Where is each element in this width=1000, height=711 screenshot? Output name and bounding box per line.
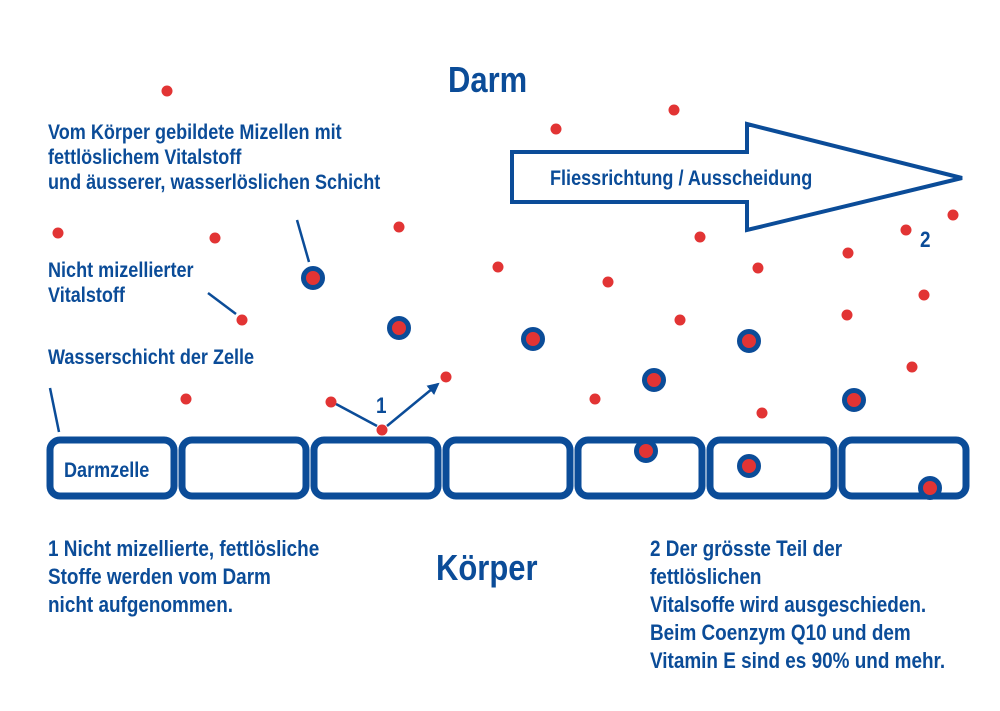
vitalstoff-dot xyxy=(440,371,452,383)
intestinal-cell xyxy=(178,436,310,500)
vitalstoff-dot xyxy=(393,221,405,233)
reflected-arrow xyxy=(386,382,440,427)
marker-two: 2 xyxy=(920,227,931,252)
micelle xyxy=(642,368,666,392)
incoming-path xyxy=(335,402,378,428)
micelle xyxy=(737,454,761,478)
marker-one: 1 xyxy=(376,393,387,418)
vitalstoff-dot xyxy=(674,314,686,326)
micelle xyxy=(842,388,866,412)
vitalstoff-leader-line xyxy=(207,292,237,315)
title-darm: Darm xyxy=(448,59,528,100)
micelle xyxy=(918,476,942,500)
vitalstoff-dot xyxy=(236,314,248,326)
vitalstoff-dot xyxy=(180,393,192,405)
leader-lines xyxy=(48,219,311,433)
vitalstoff-dot xyxy=(376,424,388,436)
flow-arrow-label: Fliessrichtung / Ausscheidung xyxy=(550,167,813,190)
footnote-one: 1 Nicht mizellierte, fettlösliche Stoffe… xyxy=(48,536,320,617)
micelle-label: Vom Körper gebildete Mizellen mit fettlö… xyxy=(48,121,381,194)
vitalstoff-dot xyxy=(492,261,504,273)
vitalstoff-dot xyxy=(947,209,959,221)
cell-label: Darmzelle xyxy=(64,459,150,482)
vitalstoff-dots xyxy=(52,85,959,436)
vitalstoff-dot xyxy=(325,396,337,408)
vitalstoff-dot xyxy=(602,276,614,288)
intestinal-cell xyxy=(310,436,442,500)
vitalstoff-dot xyxy=(550,123,562,135)
footnote-two: 2 Der grösste Teil der fettlöslichen Vit… xyxy=(650,536,946,673)
intestinal-cell xyxy=(838,436,970,500)
micelle xyxy=(387,316,411,340)
vitalstoff-dot xyxy=(52,227,64,239)
vitalstoff-label: Nicht mizellierter Vitalstoff xyxy=(48,259,194,307)
intestinal-cell xyxy=(706,436,838,500)
vitalstoff-dot xyxy=(209,232,221,244)
micelle xyxy=(521,327,545,351)
vitalstoff-dot xyxy=(842,247,854,259)
vitalstoff-dot xyxy=(161,85,173,97)
intestinal-cell xyxy=(442,436,574,500)
bounce-path xyxy=(335,382,440,428)
vitalstoff-dot xyxy=(752,262,764,274)
intestinal-cell xyxy=(46,436,178,500)
vitalstoff-dot xyxy=(756,407,768,419)
micelle xyxy=(634,439,658,463)
micelles xyxy=(301,266,942,500)
title-koerper: Körper xyxy=(436,547,538,588)
vitalstoff-dot xyxy=(918,289,930,301)
micelle-leader-line xyxy=(295,219,311,263)
micelle xyxy=(737,329,761,353)
vitalstoff-dot xyxy=(694,231,706,243)
vitalstoff-dot xyxy=(841,309,853,321)
vitalstoff-dot xyxy=(589,393,601,405)
intestinal-cell xyxy=(574,436,706,500)
water-layer-leader-line xyxy=(48,387,61,433)
water-layer-label: Wasserschicht der Zelle xyxy=(48,346,255,369)
micelle xyxy=(301,266,325,290)
vitalstoff-dot xyxy=(900,224,912,236)
intestinal-cells xyxy=(46,436,970,500)
vitalstoff-dot xyxy=(906,361,918,373)
flow-arrow xyxy=(510,121,963,233)
vitalstoff-dot xyxy=(668,104,680,116)
